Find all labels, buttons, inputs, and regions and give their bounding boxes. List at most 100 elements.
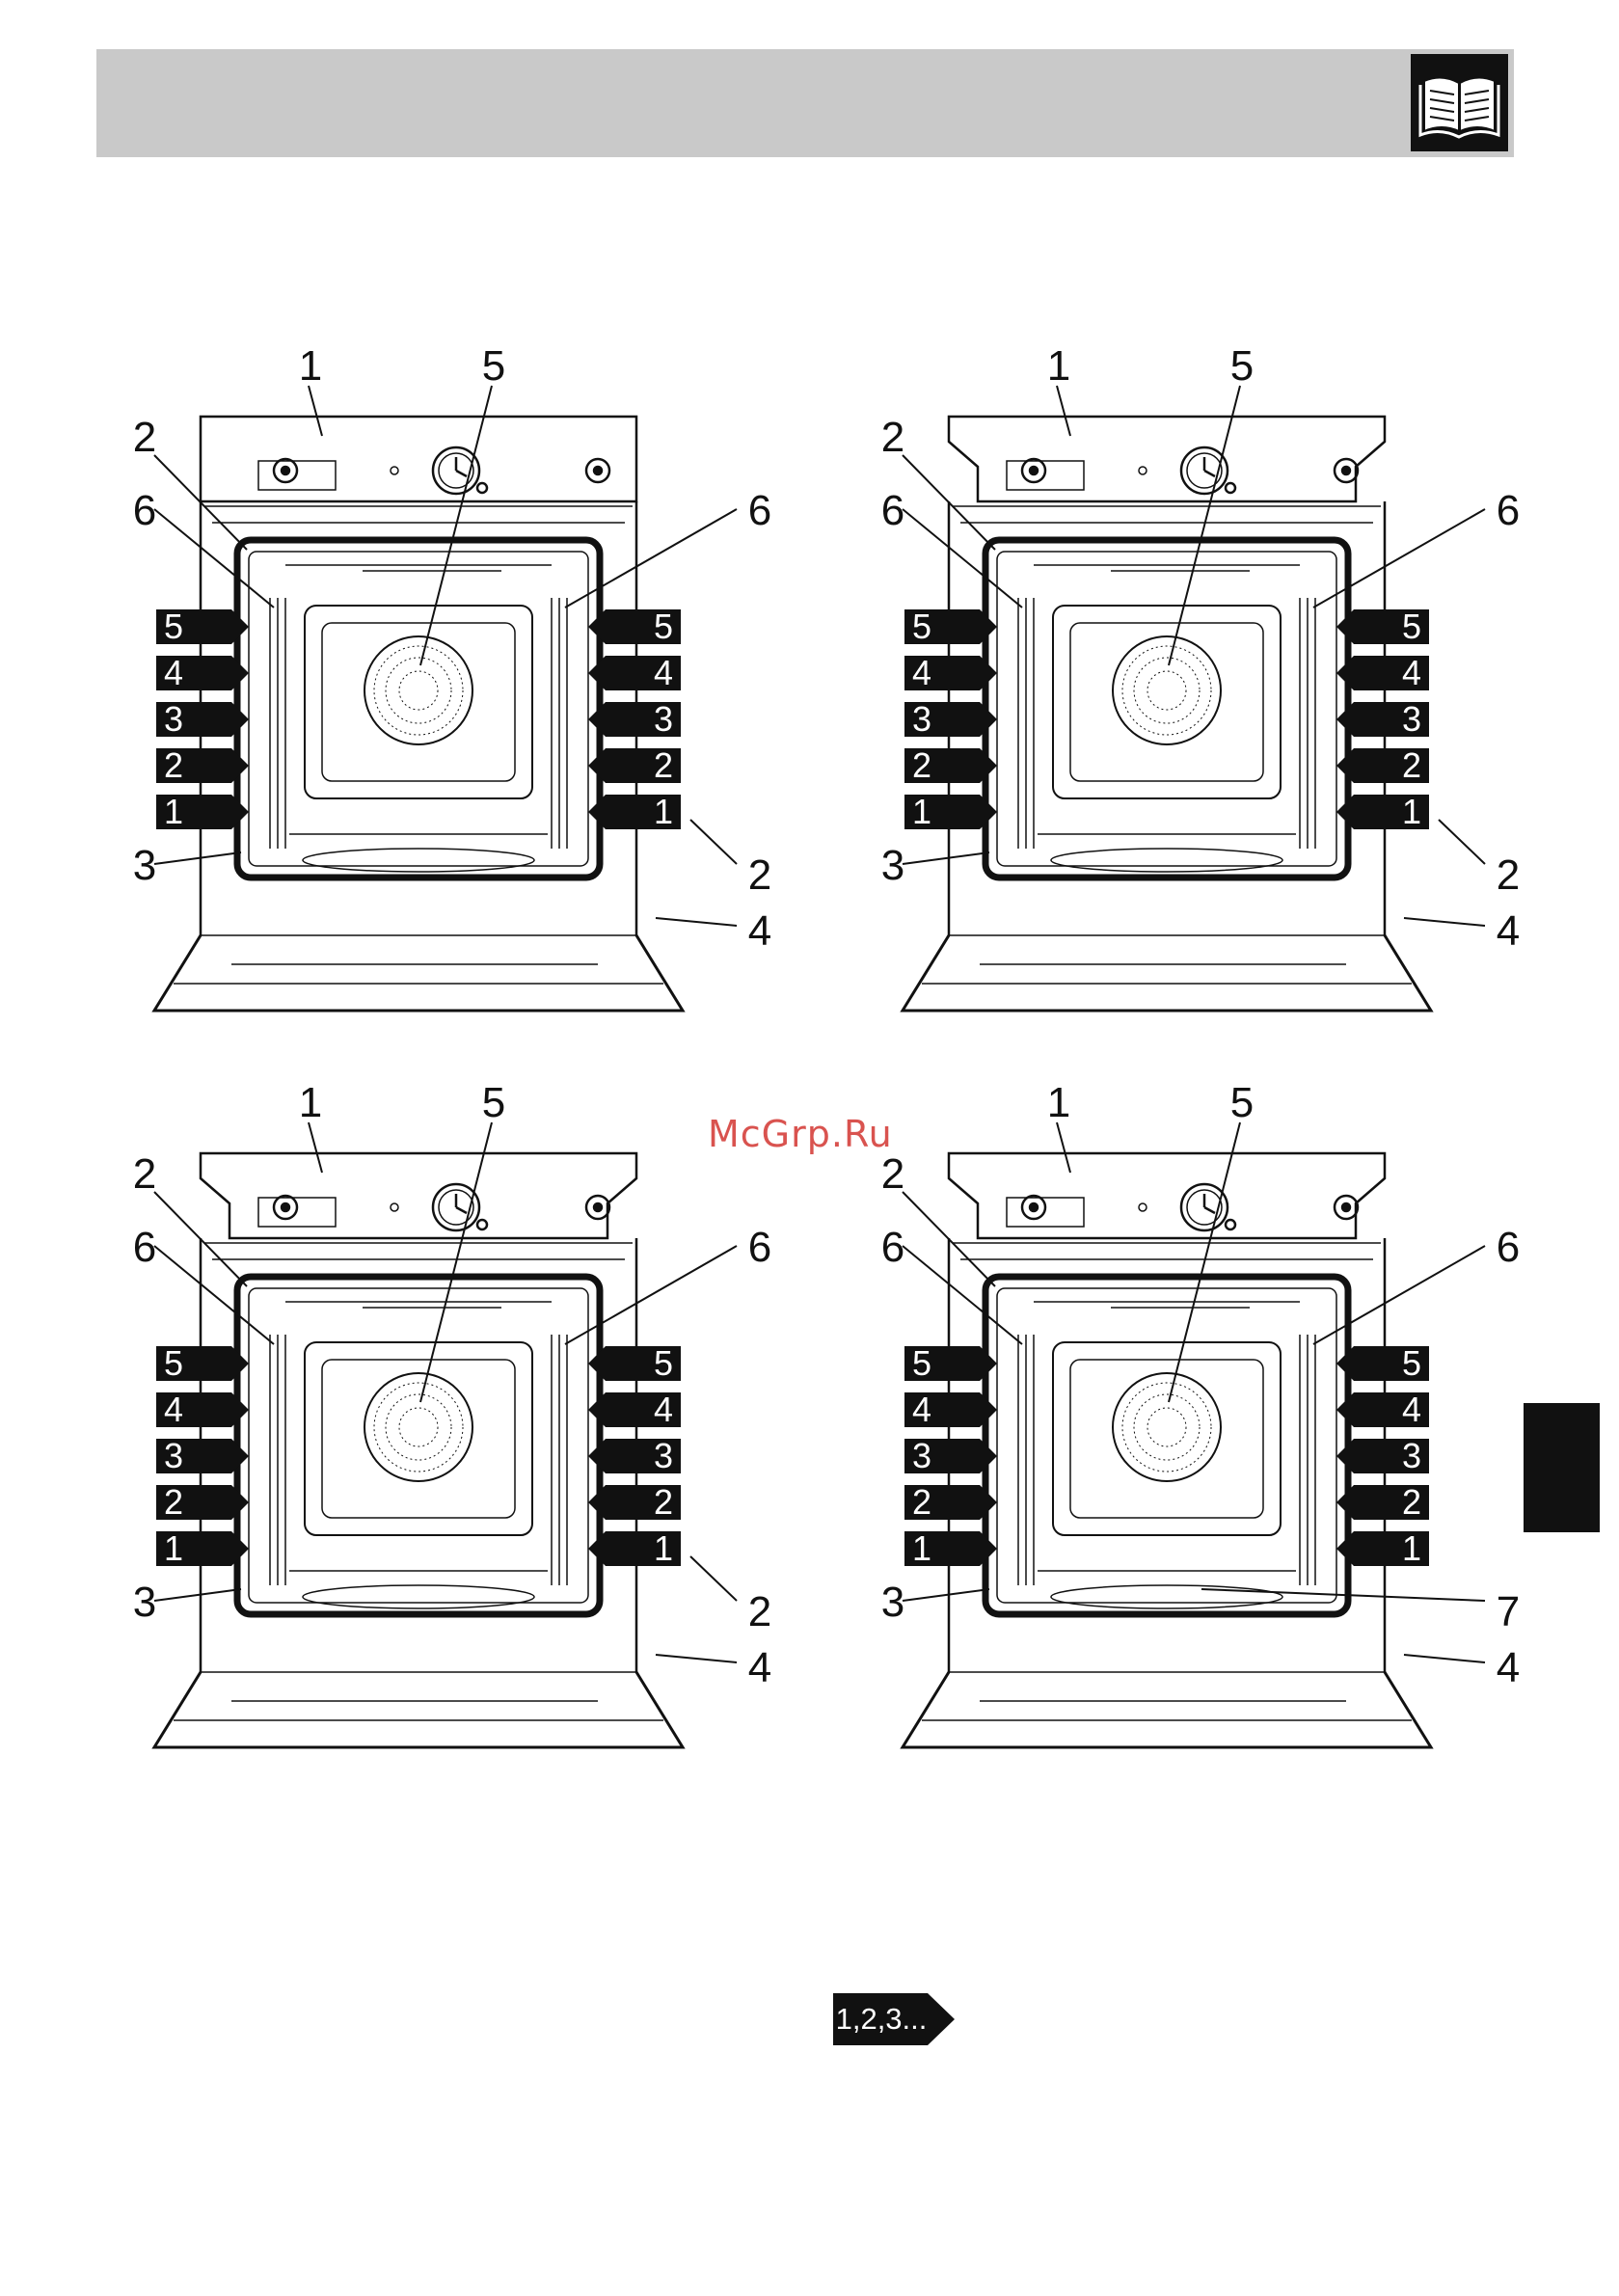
shelf-level-2-left: 2 [156, 748, 249, 783]
callout-c1: 1 [291, 1082, 330, 1124]
shelf-level-4-right: 4 [1336, 1392, 1429, 1427]
callout-c2b: 2 [741, 1591, 779, 1634]
shelf-level-label: 5 [912, 1346, 970, 1381]
shelf-level-5-right: 5 [1336, 1346, 1429, 1381]
shelf-level-2-left: 2 [156, 1485, 249, 1520]
shelf-level-1-right: 1 [1336, 1531, 1429, 1566]
shelf-level-label: 2 [1363, 1485, 1421, 1520]
shelf-level-label: 5 [912, 609, 970, 644]
callout-c6a: 6 [125, 490, 164, 532]
shelf-level-label: 2 [164, 1485, 222, 1520]
callout-c6b: 6 [741, 1227, 779, 1269]
callout-c6b: 6 [1489, 1227, 1527, 1269]
shelf-level-3-left: 3 [904, 702, 997, 737]
shelf-level-4-left: 4 [156, 656, 249, 690]
callout-c5: 5 [474, 1082, 513, 1124]
shelf-level-label: 5 [1363, 1346, 1421, 1381]
shelf-level-4-left: 4 [904, 656, 997, 690]
callout-c1: 1 [1039, 1082, 1078, 1124]
shelf-level-1-left: 1 [904, 795, 997, 829]
shelf-level-label: 2 [1363, 748, 1421, 783]
shelf-level-label: 4 [1363, 656, 1421, 690]
shelf-level-label: 4 [615, 1392, 673, 1427]
shelf-level-label: 3 [164, 1439, 222, 1473]
shelf-level-label: 5 [1363, 609, 1421, 644]
shelf-level-label: 2 [615, 748, 673, 783]
shelf-level-label: 3 [615, 702, 673, 737]
shelf-level-label: 1 [912, 795, 970, 829]
shelf-level-label: 3 [912, 702, 970, 737]
shelf-level-1-right: 1 [588, 795, 681, 829]
oven-figure-1: 1 5 2 6 6 3 2 4 5544332211 [116, 347, 810, 1022]
shelf-level-5-right: 5 [588, 1346, 681, 1381]
shelf-level-3-left: 3 [156, 702, 249, 737]
shelf-level-label: 4 [164, 656, 222, 690]
shelf-level-label: 3 [615, 1439, 673, 1473]
shelf-level-label: 2 [912, 1485, 970, 1520]
callout-c2a: 2 [874, 417, 912, 459]
shelf-level-1-left: 1 [904, 1531, 997, 1566]
shelf-level-1-left: 1 [156, 1531, 249, 1566]
shelf-level-4-right: 4 [1336, 656, 1429, 690]
callout-c1: 1 [1039, 345, 1078, 388]
callout-c4: 4 [741, 1647, 779, 1689]
callout-c6b: 6 [1489, 490, 1527, 532]
callout-c3: 3 [125, 1581, 164, 1624]
shelf-level-2-right: 2 [1336, 1485, 1429, 1520]
shelf-level-3-right: 3 [588, 1439, 681, 1473]
callout-c6a: 6 [874, 490, 912, 532]
shelf-level-label: 5 [164, 609, 222, 644]
shelf-level-label: 4 [912, 656, 970, 690]
callout-c4: 4 [1489, 910, 1527, 953]
shelf-level-label: 3 [912, 1439, 970, 1473]
callout-c6a: 6 [874, 1227, 912, 1269]
shelf-level-5-left: 5 [156, 609, 249, 644]
shelf-level-2-left: 2 [904, 748, 997, 783]
shelf-level-label: 1 [615, 795, 673, 829]
shelf-level-4-right: 4 [588, 1392, 681, 1427]
shelf-level-label: 1 [615, 1531, 673, 1566]
shelf-level-5-right: 5 [588, 609, 681, 644]
callout-c2b: 2 [741, 854, 779, 897]
shelf-level-4-left: 4 [904, 1392, 997, 1427]
manual-book-icon [1411, 54, 1508, 151]
shelf-level-label: 5 [164, 1346, 222, 1381]
shelf-level-label: 5 [615, 1346, 673, 1381]
shelf-level-2-right: 2 [588, 1485, 681, 1520]
shelf-level-label: 3 [164, 702, 222, 737]
callout-c2b: 2 [1489, 854, 1527, 897]
callout-c6a: 6 [125, 1227, 164, 1269]
sequence-badge: 1,2,3... [833, 1993, 957, 2045]
shelf-level-1-right: 1 [1336, 795, 1429, 829]
shelf-level-label: 4 [1363, 1392, 1421, 1427]
shelf-level-label: 1 [912, 1531, 970, 1566]
callout-c6b: 6 [741, 490, 779, 532]
callout-c4: 4 [741, 910, 779, 953]
shelf-level-label: 2 [615, 1485, 673, 1520]
shelf-level-4-left: 4 [156, 1392, 249, 1427]
shelf-level-3-left: 3 [904, 1439, 997, 1473]
shelf-level-3-left: 3 [156, 1439, 249, 1473]
callout-c3: 3 [125, 845, 164, 887]
callout-c2a: 2 [125, 1153, 164, 1196]
callout-c1: 1 [291, 345, 330, 388]
shelf-level-label: 1 [1363, 1531, 1421, 1566]
shelf-level-label: 3 [1363, 702, 1421, 737]
shelf-level-3-right: 3 [1336, 1439, 1429, 1473]
callout-c3: 3 [874, 1581, 912, 1624]
shelf-level-4-right: 4 [588, 656, 681, 690]
callout-c7: 7 [1489, 1591, 1527, 1634]
shelf-level-1-left: 1 [156, 795, 249, 829]
shelf-level-label: 1 [1363, 795, 1421, 829]
shelf-level-2-left: 2 [904, 1485, 997, 1520]
header-bar [96, 49, 1514, 157]
shelf-level-label: 1 [164, 795, 222, 829]
callout-c5: 5 [1223, 1082, 1261, 1124]
shelf-level-1-right: 1 [588, 1531, 681, 1566]
shelf-level-label: 3 [1363, 1439, 1421, 1473]
shelf-level-5-right: 5 [1336, 609, 1429, 644]
shelf-level-label: 2 [164, 748, 222, 783]
callout-c2a: 2 [874, 1153, 912, 1196]
